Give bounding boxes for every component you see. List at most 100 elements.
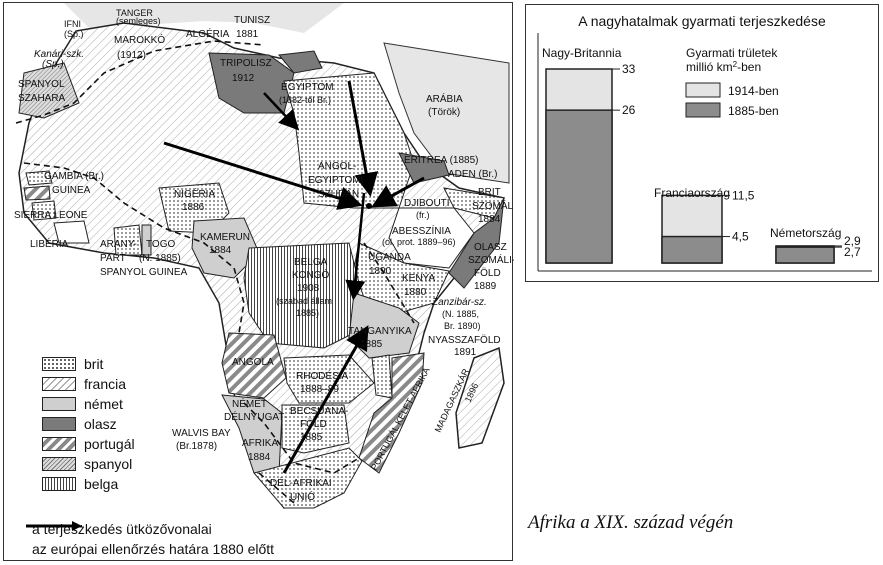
legend-label-olasz: olasz [84,416,117,432]
legend-title-line2: millió km2-ben [686,60,761,75]
value-label-0-1: 26 [622,103,636,117]
map-label-belga-kongo-2: KONGÓ [292,268,329,281]
control-border-1880 [15,40,415,504]
chart-panel: A nagyhatalmak gyarmati terjeszkedése Gy… [525,4,879,282]
map-label-sierra: SIERRA LEONE [14,210,88,221]
map-label-nigeria: NIGÉRIA [174,187,215,200]
map-label-belga-kongo-y: 1908 [297,283,320,294]
del-afrikai-unio-shape [253,447,363,509]
map-label-brit-szom-2: SZOMÁLI [472,199,514,212]
map-label-liberia: LIBÉRIA [30,237,69,250]
eritrea-shape [398,152,450,184]
bar-1885-0 [545,109,613,264]
rhodesia-shape [283,354,375,404]
map-label-togo-y: (N. 1885) [139,253,181,264]
map-label-guinea: GUINEA [52,185,91,196]
map-label-olasz-szom-2: SZOMÁLI- [468,253,514,266]
map-label-aden: ADEN (Br.) [448,169,497,180]
map-label-tripolisz: TRIPOLISZ [220,58,272,69]
value-label-0-0: 33 [622,62,636,76]
swatch-nemet [42,397,76,411]
legend-label-nemet: német [84,396,123,412]
map-label-egyiptomi: EGYIPTOMI [308,175,363,186]
map-label-kenya-y: 1880 [404,287,427,298]
africa-map: IFNI(Sp.)Kanári-szk.(Sp.)TANGER(semleges… [14,3,514,509]
arrow-east-west [371,176,425,208]
legend-label-francia: francia [84,376,127,392]
map-label-olasz-szom: OLASZ [474,242,507,253]
liberia-shape [53,220,90,244]
map-label-djibouti: DJIBOUTI [404,198,450,209]
arrow-sudan-south [345,192,366,301]
map-label-spanyol-szahara: SPANYOL [18,79,65,90]
map-label-fold-y: 1885 [300,432,323,443]
map-label-nemet-dny-2: DÉLNYUGAT- [224,410,287,423]
map-label-algeria: ALGÉRIA [186,27,230,40]
swatch-belga [42,477,76,491]
bar-1885-2 [775,246,835,264]
map-label-kanari-sp: (Sp.) [42,59,64,70]
cyrenaica-shape [278,50,323,74]
figure-caption: Afrika a XIX. század végén [528,512,734,533]
map-label-walvis-y: (Br.1878) [176,441,217,452]
map-label-gambia: GAMBIA (Br.) [44,171,104,182]
togo-shape [141,224,152,256]
madagaszkar-shape [455,346,505,449]
map-label-rhodesia: RHODÉSIA [296,369,349,382]
map-label-szudan: SZUDÁN [318,187,359,200]
bar-1885-1 [661,235,723,264]
map-label-tunisz-y: 1881 [236,29,259,40]
map-label-egyiptom-y: (1882-től Br.) [279,95,331,105]
map-label-olasz-szom-y: 1889 [474,281,497,292]
category-label-1: Franciaország [654,186,730,200]
map-label-abesszinia-y: (ol. prot. 1889–96) [382,237,456,247]
olasz-szomali-shape [448,197,505,289]
map-label-unio: UNIÓ [290,490,315,503]
map-label-zanzibar: Zanzibár-sz. [431,297,487,308]
legend-row-francia: francia [42,375,242,393]
dashed-line-sample-icon [26,525,82,527]
map-label-abesszinia: ABESSZÍNIA [392,224,451,237]
chart-legend-swatch-0 [685,82,721,98]
chart-legend-label-1: 1885-ben [728,104,779,118]
category-label-0: Nagy-Britannia [542,46,622,60]
map-label-becsuana: BECSUANA- [290,406,348,417]
legend-row-olasz: olasz [42,415,242,433]
value-label-1-0: 11,5 [732,188,755,202]
map-label-ifni-sp: (Sp.) [64,29,84,39]
swatch-francia [42,377,76,391]
map-label-kenya: KENYA [402,273,435,284]
map-label-nigeria-y: 1886 [182,202,205,213]
belga-kongo-shape [243,242,360,349]
portugal-guinea-shape [23,185,51,201]
map-label-tanger: TANGER [116,8,153,18]
map-label-uganda: UGANDA [368,252,411,263]
map-label-eritrea: ERITREA (1885) [404,155,478,166]
map-label-nemet-dny: NÉMET [232,397,267,410]
map-panel: IFNI(Sp.)Kanári-szk.(Sp.)TANGER(semleges… [3,2,514,561]
map-label-nyassza-y: 1891 [454,347,477,358]
angola-shape [221,332,287,399]
map-label-arabia-t: (Török) [428,107,460,118]
legend-row-dashed: az európai ellenőrzés határa 1880 előtt [24,525,275,559]
colonial-area-chart: Gyarmati trületek millió km2-ben 1914-be… [537,33,872,272]
map-label-egyiptom: EGYIPTOM [281,82,334,93]
sierra-leone-shape [31,200,57,221]
legend-title-line1: Gyarmati trületek [686,46,778,60]
gambia-shape [25,170,53,186]
map-label-brit-szom: BRIT [478,187,501,198]
map-label-spanyol-guinea: SPANYOL GUINEA [100,267,188,278]
legend-row-portugal: portugál [42,435,242,453]
chart-legend-swatch-1 [685,102,721,118]
arrow-tripoli [263,92,300,131]
map-label-marokko-y: (1912) [117,50,146,61]
fashoda-point [366,203,372,209]
line-legend: a terjeszkedés ütközővonalai az európai … [24,519,274,559]
dashed-legend-label: az európai ellenőrzés határa 1880 előtt [32,541,275,557]
value-label-2-0: 2,9 [844,234,861,248]
category-label-2: Németország [770,226,841,240]
map-label-spanyol-szahara-2: SZAHARA [18,93,66,104]
